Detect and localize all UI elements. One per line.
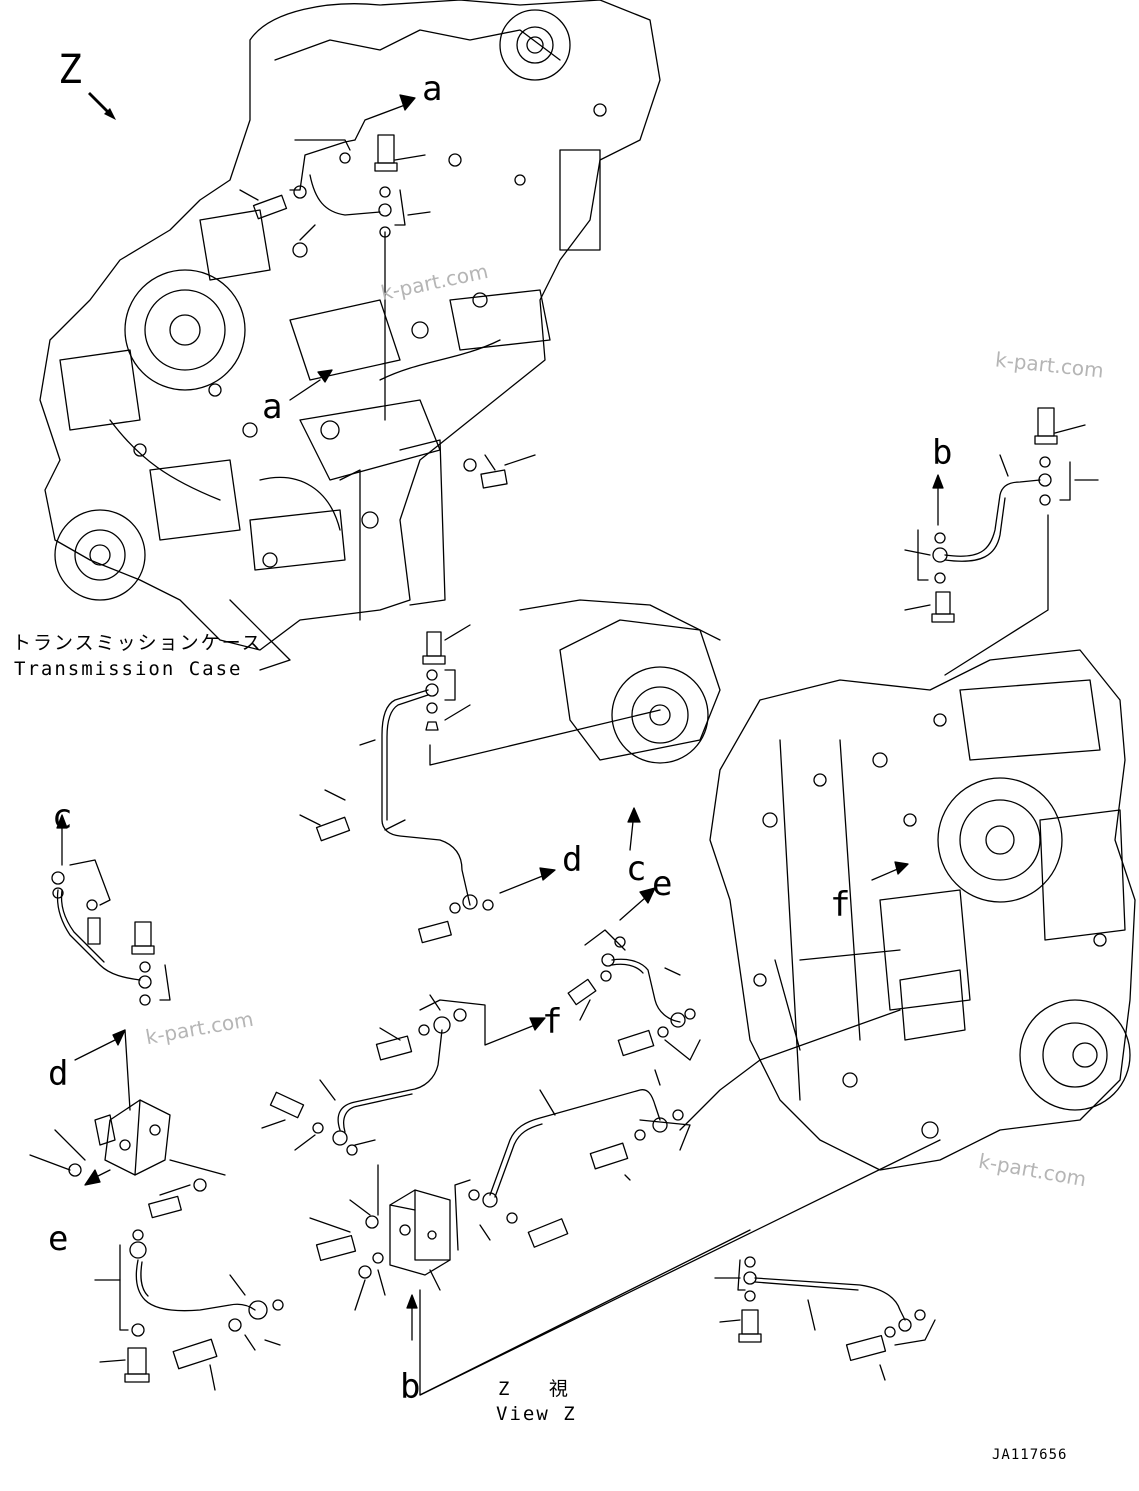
label-b-bottom: b xyxy=(400,1367,421,1407)
transmission-case-label-en: Transmission Case xyxy=(14,658,243,680)
label-b-right: b xyxy=(932,433,953,473)
transmission-assembly-top xyxy=(39,0,661,671)
tube-b-assembly xyxy=(904,407,1099,676)
label-a-lower: a xyxy=(262,387,283,427)
view-direction-letter: Z xyxy=(58,47,83,93)
drawing-code: JA117656 xyxy=(992,1447,1068,1463)
tube-bottom-right-assembly xyxy=(714,1256,936,1381)
transmission-assembly-right xyxy=(519,599,1136,1171)
transmission-case-label-jp: トランスミッションケース xyxy=(12,632,263,654)
label-f-right: f xyxy=(830,885,851,925)
label-c-left: c xyxy=(52,797,73,837)
label-d-middle: d xyxy=(562,840,583,880)
tube-long-assembly xyxy=(454,1009,901,1251)
label-c-right: c xyxy=(626,849,647,889)
valve-block-b xyxy=(309,1139,941,1396)
tube-e-right-assembly xyxy=(567,887,701,1086)
tube-e-assembly xyxy=(94,1229,284,1391)
label-e-right: e xyxy=(652,864,673,904)
label-d-left: d xyxy=(48,1054,69,1094)
valve-block-e xyxy=(29,1099,226,1219)
leader-lines-top xyxy=(239,94,909,1051)
tube-d-assembly xyxy=(299,624,661,944)
view-z-caption-jp: Z 視 xyxy=(498,1378,582,1400)
label-a-upper: a xyxy=(422,69,443,109)
view-z-caption-en: View Z xyxy=(496,1403,577,1425)
label-f-center: f xyxy=(542,1002,563,1042)
view-direction-arrow-icon xyxy=(88,92,116,120)
label-e-left: e xyxy=(48,1219,69,1259)
tube-c-assembly xyxy=(51,814,171,1111)
tube-f-assembly xyxy=(261,994,546,1156)
